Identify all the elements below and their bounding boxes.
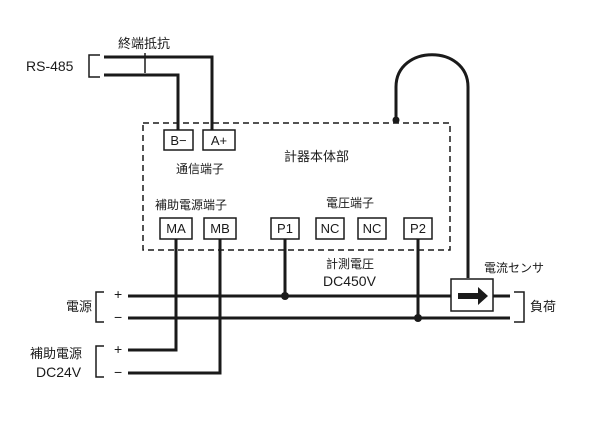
comm-terminals-label: 通信端子 bbox=[176, 162, 224, 176]
terminal-a-plus-label: A+ bbox=[211, 133, 227, 148]
terminal-b-minus[interactable]: B− bbox=[163, 129, 194, 151]
aux-power-line-ma bbox=[128, 239, 178, 352]
power-source-label: 電源 bbox=[66, 300, 92, 315]
current-sensor-cable-junction bbox=[392, 116, 400, 124]
terminal-b-minus-label: B− bbox=[170, 133, 186, 148]
terminal-a-plus[interactable]: A+ bbox=[202, 129, 236, 151]
aux-power-bracket bbox=[95, 345, 104, 378]
termination-resistor-label: 終端抵抗 bbox=[118, 36, 170, 52]
load-bracket bbox=[514, 291, 525, 323]
aux-power-terminals-label: 補助電源端子 bbox=[155, 198, 227, 212]
current-sensor-cable bbox=[394, 53, 470, 278]
terminal-p1-label: P1 bbox=[277, 221, 293, 236]
terminal-p2-label: P2 bbox=[410, 221, 426, 236]
voltage-tap-p2-junction bbox=[414, 314, 422, 322]
meter-body-enclosure bbox=[142, 122, 451, 251]
terminal-ma-label: MA bbox=[166, 221, 186, 236]
power-source-plus: + bbox=[114, 286, 122, 302]
terminal-mb[interactable]: MB bbox=[203, 217, 237, 240]
power-source-bracket bbox=[95, 291, 104, 323]
aux-power-plus: + bbox=[114, 341, 122, 357]
terminal-ma[interactable]: MA bbox=[159, 217, 193, 240]
terminal-p2[interactable]: P2 bbox=[403, 217, 433, 240]
voltage-terminals-label: 電圧端子 bbox=[326, 196, 374, 210]
aux-power-label: 補助電源 bbox=[30, 347, 82, 362]
load-label: 負荷 bbox=[530, 300, 556, 315]
terminal-nc-1-label: NC bbox=[321, 221, 340, 236]
rs485-line-a bbox=[104, 55, 214, 130]
voltage-tap-p1-junction bbox=[281, 292, 289, 300]
aux-power-line-mb bbox=[128, 239, 222, 375]
terminal-nc-2-label: NC bbox=[363, 221, 382, 236]
terminal-nc-1[interactable]: NC bbox=[315, 217, 345, 240]
measured-voltage-label: 計測電圧 bbox=[326, 256, 374, 271]
rs485-line-b bbox=[104, 73, 180, 130]
current-sensor-label: 電流センサ bbox=[484, 261, 544, 275]
measured-voltage-value: DC450V bbox=[323, 273, 377, 289]
power-source-minus: − bbox=[114, 309, 122, 325]
current-sensor bbox=[450, 278, 494, 312]
rs485-label: RS-485 bbox=[26, 58, 74, 74]
terminal-p1[interactable]: P1 bbox=[270, 217, 300, 240]
current-sensor-arrow-icon bbox=[458, 287, 488, 305]
terminal-mb-label: MB bbox=[210, 221, 230, 236]
aux-power-voltage: DC24V bbox=[36, 364, 82, 380]
rs485-bracket bbox=[88, 54, 100, 78]
aux-power-minus: − bbox=[114, 364, 122, 380]
terminal-nc-2[interactable]: NC bbox=[357, 217, 387, 240]
meter-body-label: 計器本体部 bbox=[284, 149, 349, 165]
